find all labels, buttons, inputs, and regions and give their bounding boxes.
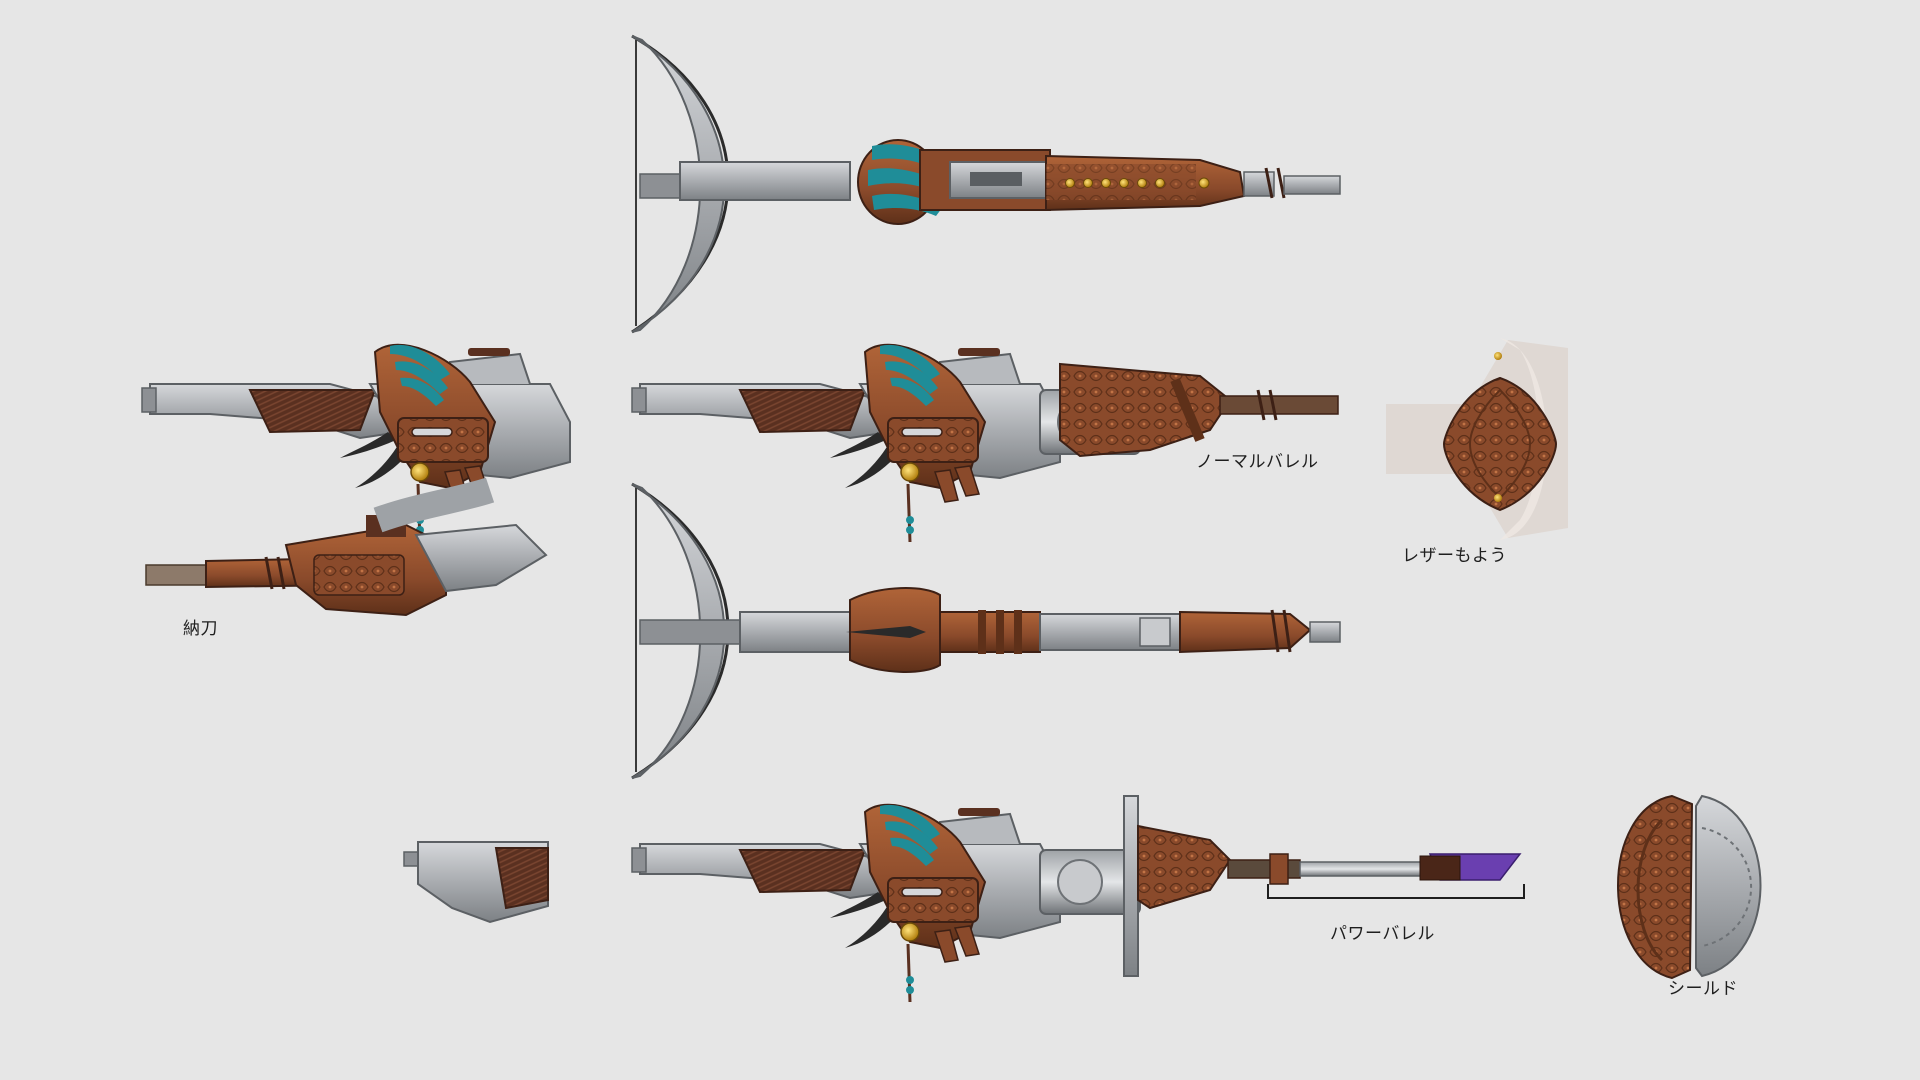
leather-pattern-label: レザーもよう — [1402, 546, 1507, 566]
leather-pattern-swatch — [1386, 338, 1568, 540]
shield-halves — [1617, 794, 1762, 980]
top-view-crossbow-mode — [631, 34, 1341, 334]
shield-label: シールド — [1668, 979, 1738, 999]
power-barrel-label: パワーバレル — [1330, 924, 1435, 944]
sheathed-side-view — [140, 343, 572, 617]
normal-barrel-label: ノーマルバレル — [1196, 452, 1319, 472]
top-view-blade-mode — [631, 482, 1341, 780]
stock-fragment — [403, 841, 549, 924]
sheathed-label: 納刀 — [183, 619, 218, 639]
normal-barrel-side-view — [630, 343, 1339, 544]
power-barrel-side-view — [630, 795, 1525, 1004]
